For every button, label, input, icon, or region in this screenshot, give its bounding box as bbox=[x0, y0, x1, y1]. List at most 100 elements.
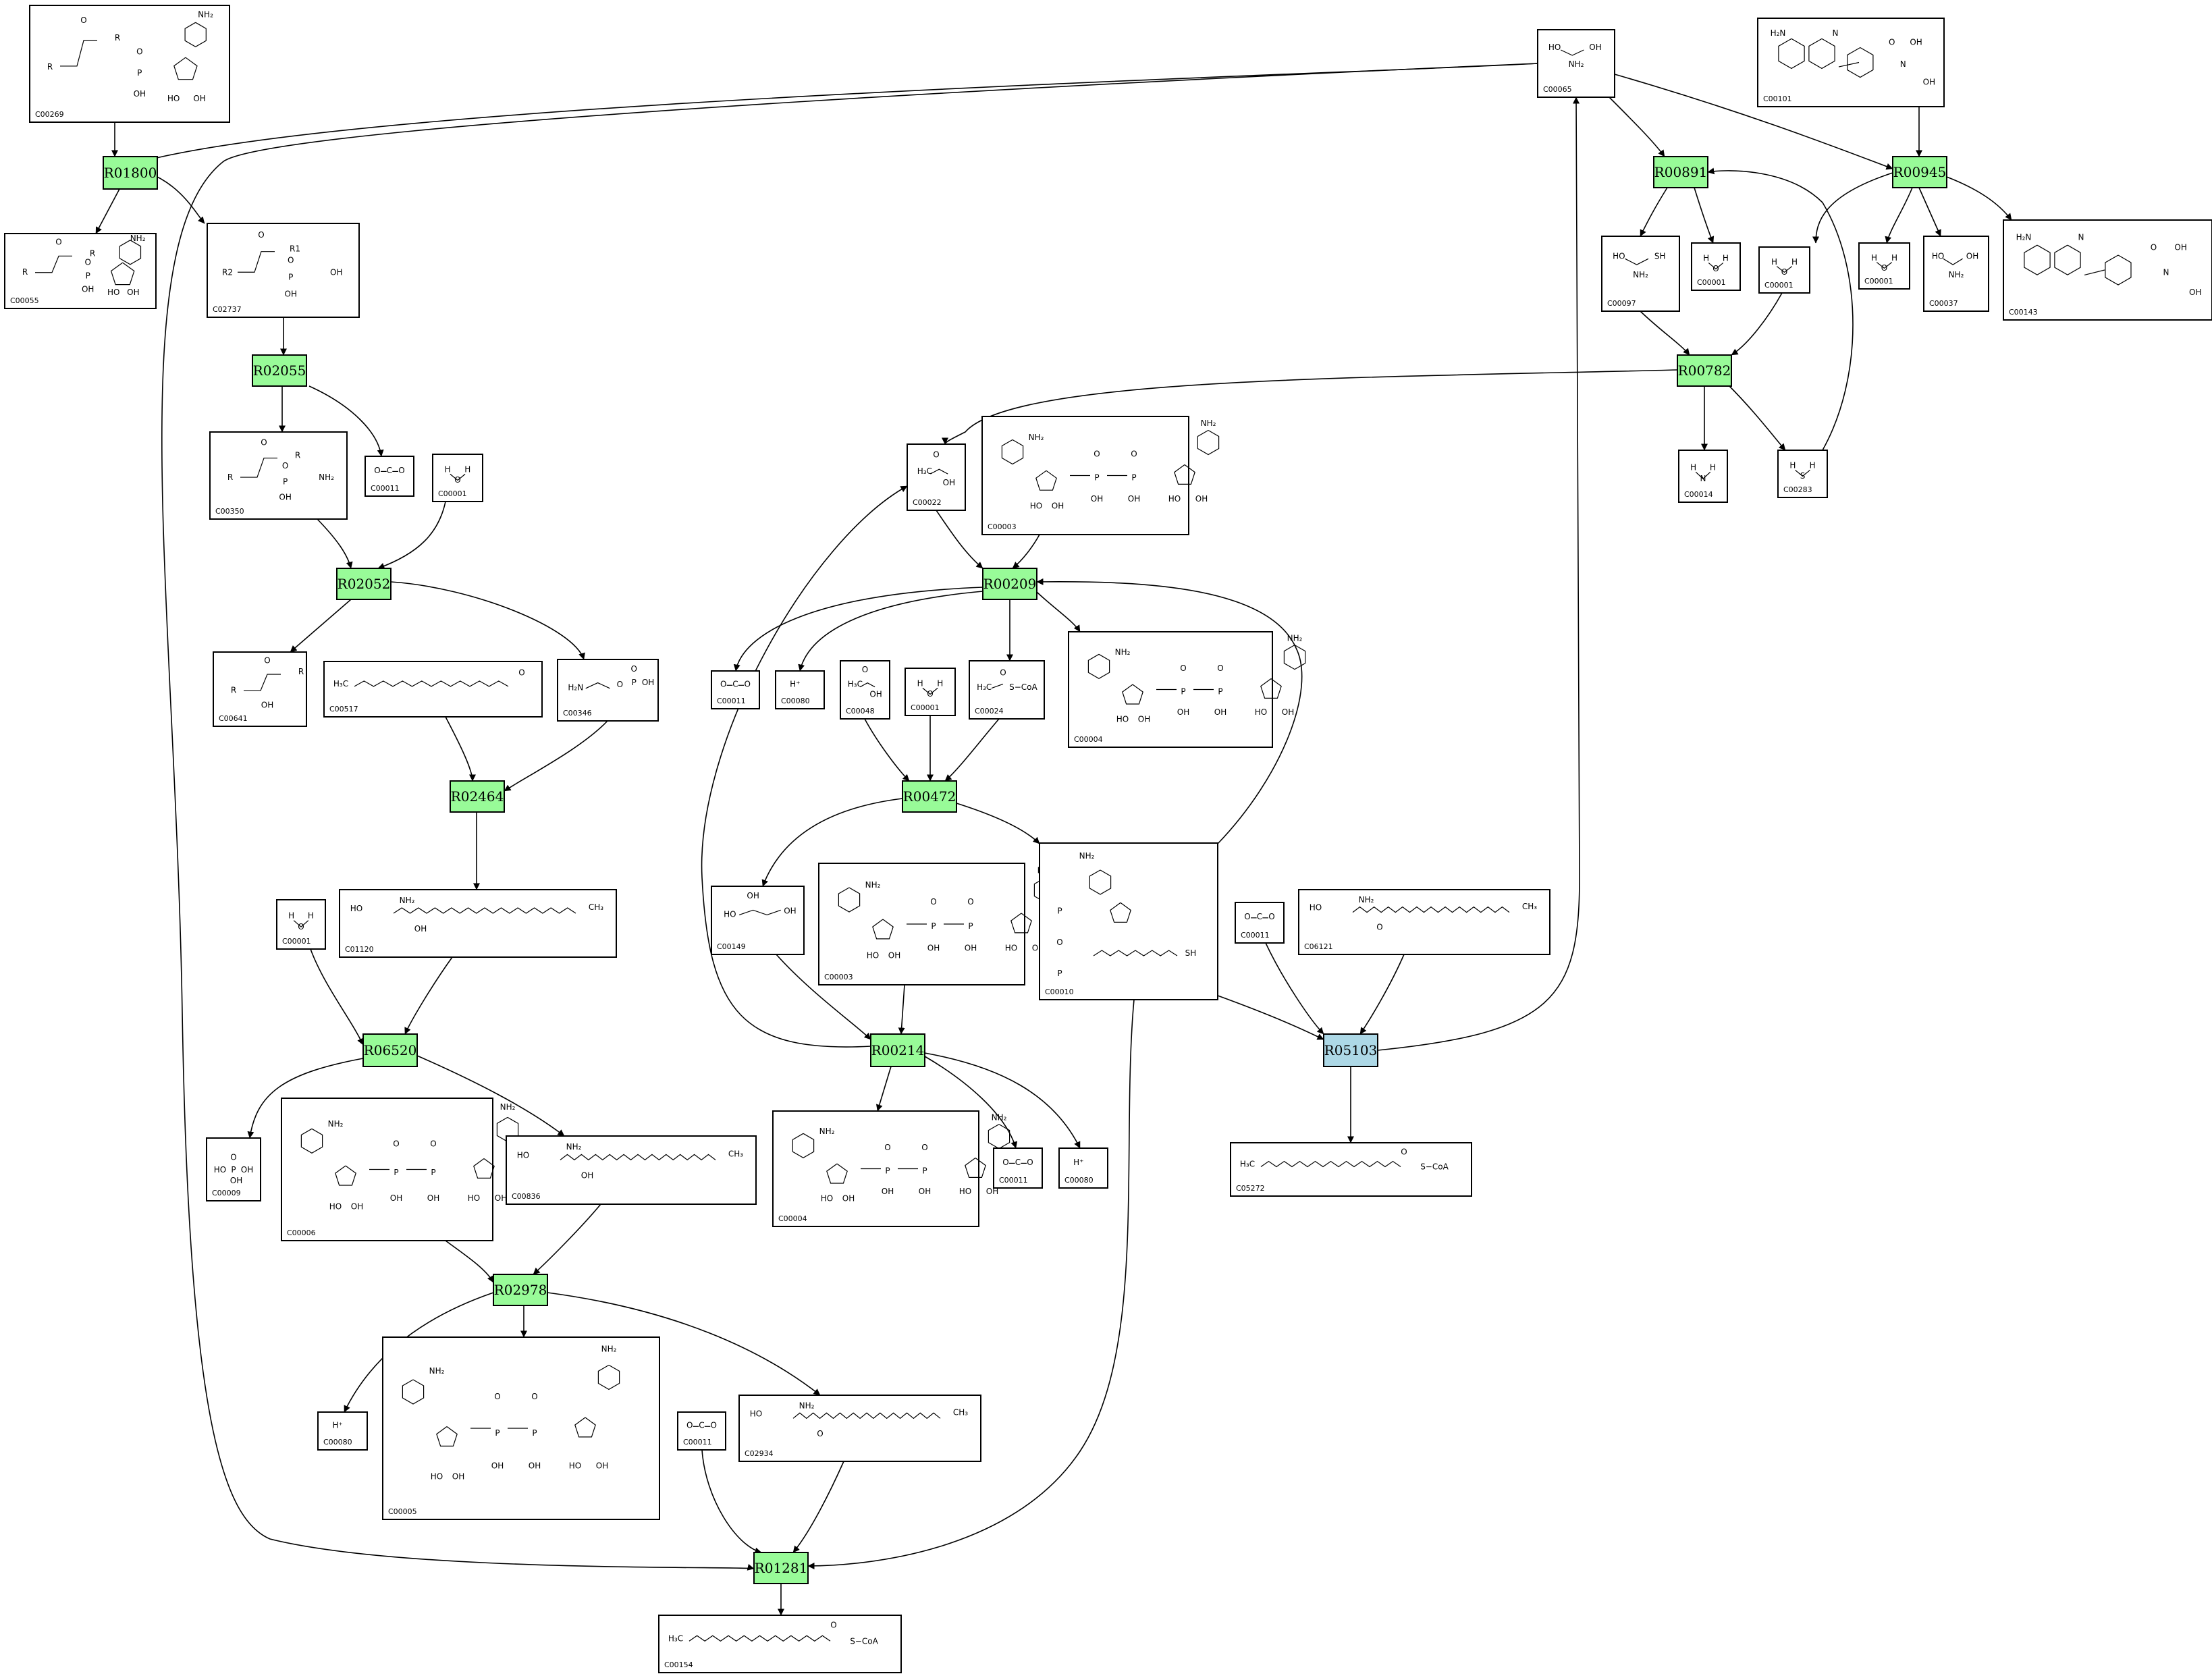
bond bbox=[1110, 902, 1131, 923]
reaction-r05103[interactable]: R05103 bbox=[1323, 1033, 1378, 1067]
reaction-box bbox=[902, 780, 957, 813]
pathway-edge bbox=[1614, 74, 1893, 170]
atom-label: NH₂ bbox=[1115, 647, 1131, 657]
atom-label: H bbox=[1771, 257, 1777, 267]
atom-label: R bbox=[298, 667, 304, 676]
atom-label: NH₂ bbox=[429, 1366, 445, 1376]
atom-label: O bbox=[136, 47, 142, 57]
compound-frame bbox=[209, 431, 348, 520]
bond bbox=[965, 1158, 986, 1179]
bond bbox=[1087, 653, 1110, 679]
reaction-r02978[interactable]: R02978 bbox=[493, 1274, 548, 1306]
atom-label: P bbox=[1218, 686, 1222, 696]
atom-label: P bbox=[283, 477, 288, 486]
bond bbox=[1089, 869, 1112, 895]
atom-label: HO bbox=[1548, 43, 1561, 52]
compound-id: C00003 bbox=[824, 973, 853, 981]
atom-label: OH bbox=[285, 289, 297, 298]
compound-c00080_a[interactable]: H⁺C00080 bbox=[317, 1411, 368, 1451]
pathway-edge bbox=[1731, 292, 1783, 356]
reaction-r01800[interactable]: R01800 bbox=[103, 156, 158, 190]
reaction-r00945[interactable]: R00945 bbox=[1892, 156, 1947, 188]
pathway-edge bbox=[761, 798, 903, 887]
atom-label: OH bbox=[869, 689, 882, 699]
reaction-box bbox=[450, 780, 505, 813]
atom-label: O bbox=[1376, 923, 1382, 932]
reaction-r00214[interactable]: R00214 bbox=[870, 1033, 925, 1067]
pathway-edge bbox=[161, 63, 1538, 1571]
reaction-r00472[interactable]: R00472 bbox=[902, 780, 957, 813]
pathway-edge bbox=[1359, 954, 1405, 1035]
atom-label: HO bbox=[468, 1193, 480, 1203]
compound-c00080_b[interactable]: H⁺C00080 bbox=[775, 670, 825, 709]
atom-label: OH bbox=[279, 493, 291, 502]
reaction-r06520[interactable]: R06520 bbox=[362, 1033, 418, 1067]
reaction-r00891[interactable]: R00891 bbox=[1653, 156, 1708, 188]
reaction-r00209[interactable]: R00209 bbox=[982, 568, 1037, 600]
compound-frame bbox=[1757, 18, 1945, 107]
reaction-r02464[interactable]: R02464 bbox=[450, 780, 505, 813]
compound-id: C00048 bbox=[846, 707, 875, 715]
reaction-id: R00891 bbox=[1654, 164, 1708, 180]
reaction-r02052[interactable]: R02052 bbox=[336, 568, 392, 600]
atom-label: OH bbox=[127, 288, 139, 297]
reaction-r00782[interactable]: R00782 bbox=[1677, 354, 1732, 387]
bond bbox=[1795, 469, 1810, 477]
compound-id: C00350 bbox=[215, 507, 244, 516]
compound-c00080_c[interactable]: H⁺C00080 bbox=[1058, 1147, 1108, 1189]
reaction-r01281[interactable]: R01281 bbox=[753, 1552, 809, 1584]
reaction-r02055[interactable]: R02055 bbox=[252, 354, 307, 387]
atom-label: OH bbox=[1589, 43, 1601, 52]
compound-frame bbox=[557, 659, 659, 722]
compound-id: C00517 bbox=[329, 705, 358, 713]
bond bbox=[872, 919, 894, 940]
